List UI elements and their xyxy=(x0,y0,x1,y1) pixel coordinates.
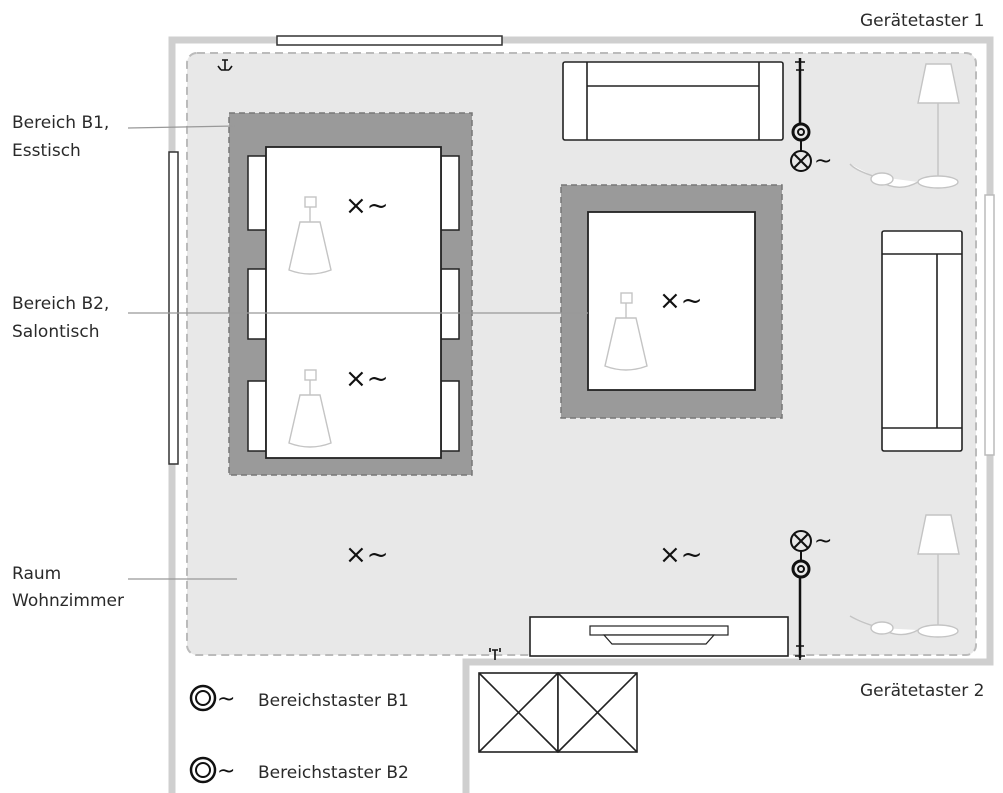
label-bereich-b1-sub: Esstisch xyxy=(12,141,81,161)
consumer-symbol: ×~ xyxy=(345,540,389,570)
socket-icon xyxy=(217,59,501,660)
dining-chairs xyxy=(247,155,460,452)
device-switch-2 xyxy=(790,530,812,660)
device-switch-1-wave: ~ xyxy=(814,149,832,174)
device-switch-2-wave: ~ xyxy=(814,529,832,554)
window-right xyxy=(984,194,995,456)
device-switch-1 xyxy=(790,58,812,172)
legend-b2-icon xyxy=(189,756,217,784)
window-left xyxy=(168,151,179,465)
window-top xyxy=(276,35,503,46)
storage-cabinets xyxy=(478,672,638,753)
label-geraetetaster-2: Gerätetaster 2 xyxy=(860,681,984,701)
consumer-symbol: ×~ xyxy=(345,364,389,394)
floor-lamp-icon xyxy=(849,63,960,638)
legend-b1-label: Bereichstaster B1 xyxy=(258,691,409,711)
legend-b2-label: Bereichstaster B2 xyxy=(258,763,409,783)
label-geraetetaster-1: Gerätetaster 1 xyxy=(860,11,984,31)
leader-lines xyxy=(127,125,588,580)
dining-table xyxy=(265,146,442,459)
legend-b1-icon xyxy=(189,684,217,712)
consumer-symbol: ×~ xyxy=(659,286,703,316)
sofa-right xyxy=(881,230,963,452)
label-bereich-b2-sub: Salontisch xyxy=(12,322,99,342)
consumer-symbol: ×~ xyxy=(345,191,389,221)
label-raum: Raum xyxy=(12,564,61,584)
coffee-table xyxy=(587,211,756,391)
tv-sideboard xyxy=(529,616,789,657)
legend-b1-wave: ~ xyxy=(217,687,235,712)
label-bereich-b2: Bereich B2, xyxy=(12,294,109,314)
label-bereich-b1: Bereich B1, xyxy=(12,113,109,133)
label-raum-sub: Wohnzimmer xyxy=(12,591,124,611)
legend-b2-wave: ~ xyxy=(217,759,235,784)
pendant-lamp-icon xyxy=(288,196,648,448)
sofa-top xyxy=(562,61,784,141)
consumer-symbol: ×~ xyxy=(659,540,703,570)
